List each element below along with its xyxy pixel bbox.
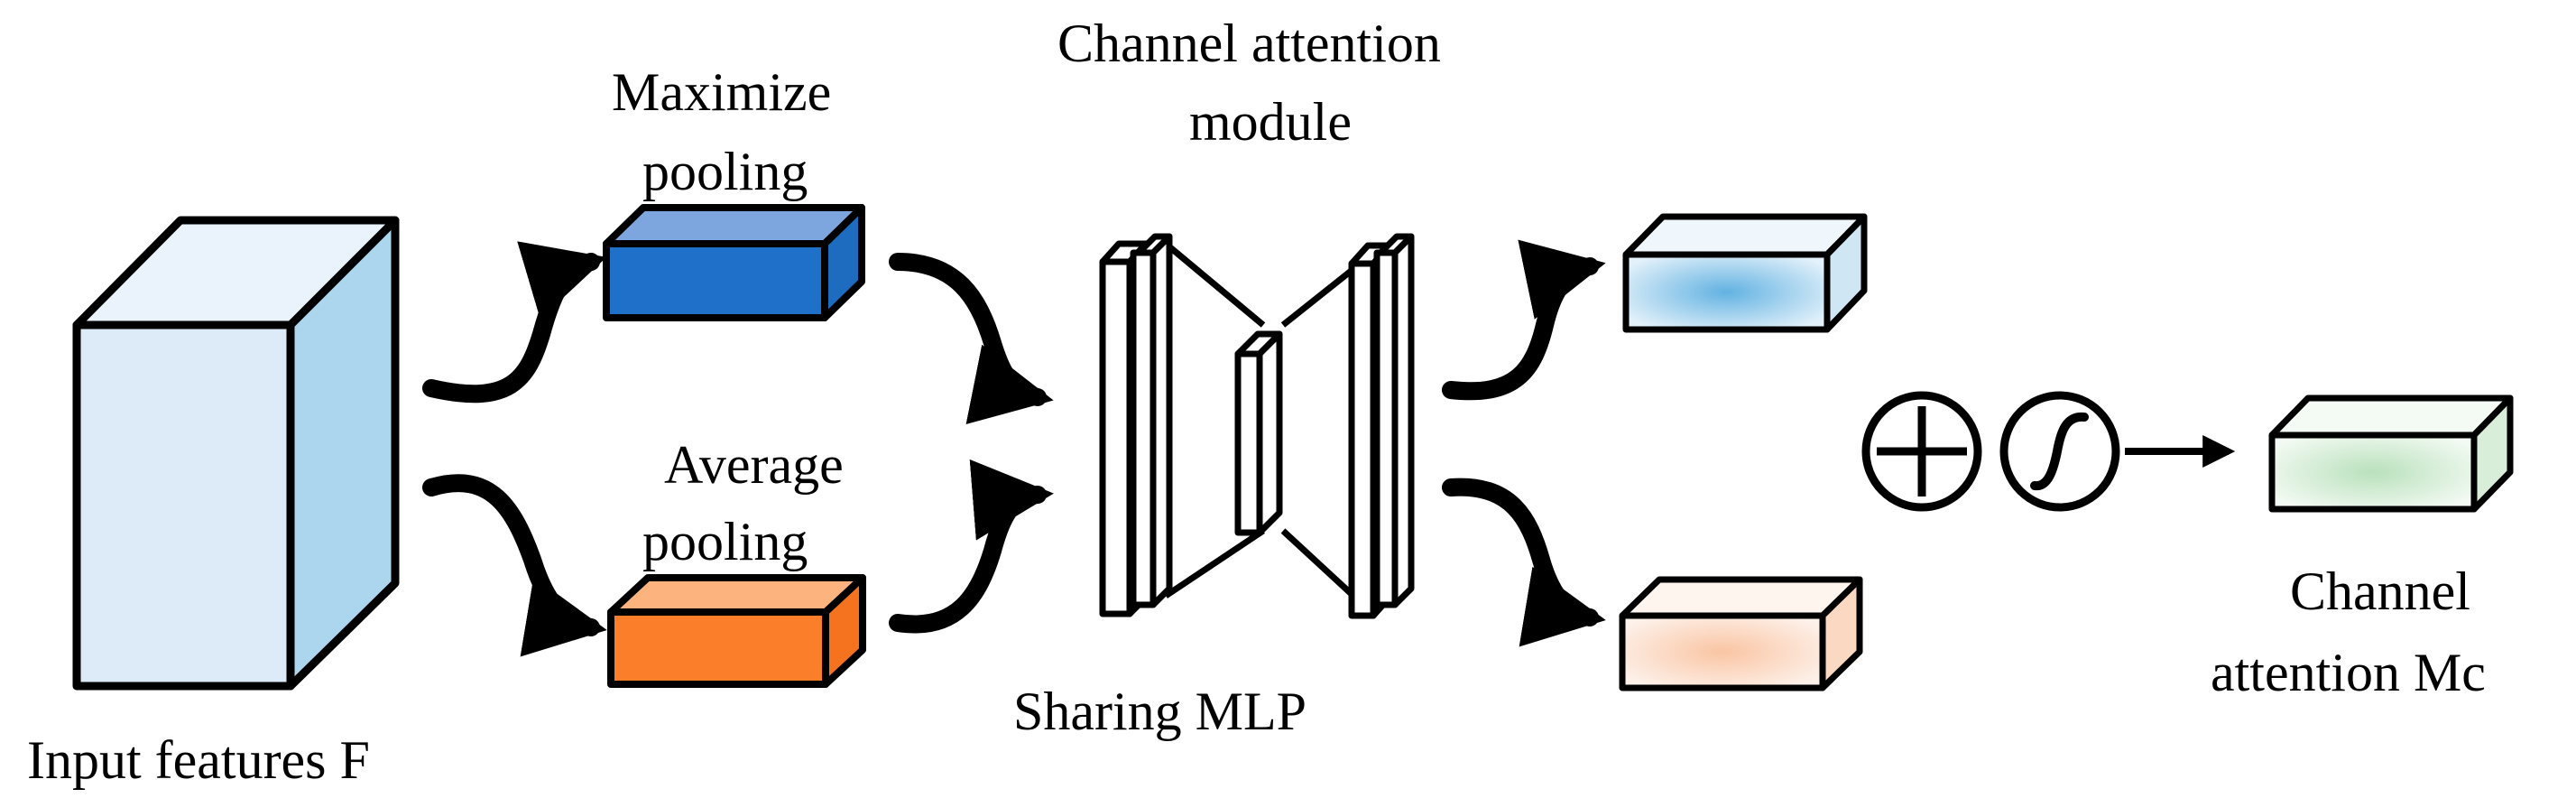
- max-pooling-block: [603, 204, 865, 321]
- mlp-connector-bottom-left: [1164, 528, 1265, 598]
- channel-attention-label-line2: attention Mc: [2211, 643, 2486, 702]
- mlp-connector-top-left: [1163, 241, 1266, 328]
- average-pooling-label-line1: Average: [664, 435, 844, 495]
- arrow-avg-pool-to-mlp: [889, 459, 1054, 634]
- arrow-max-pool-to-mlp: [889, 253, 1054, 424]
- mlp-output-max-block: [1622, 213, 1868, 333]
- average-pooling-block: [607, 574, 866, 688]
- max-pooling-label-line1: Maximize: [612, 62, 831, 122]
- arrow-input-to-max-pool: [422, 241, 607, 404]
- shared-mlp: [1099, 233, 1415, 619]
- channel-attention-output-block: [2268, 394, 2514, 513]
- max-pool-front: [603, 240, 828, 321]
- max-pooling-label-line2: pooling: [642, 142, 808, 201]
- channel-attention-label-line1: Channel: [2290, 561, 2470, 621]
- input-cube-front: [72, 320, 295, 691]
- input-features-label: Input features F: [27, 730, 370, 790]
- avg-pool-top: [607, 574, 866, 616]
- mlp-output-avg-block: [1619, 576, 1863, 691]
- mlp-connector-bottom-right: [1280, 528, 1356, 598]
- sigmoid-icon: [1999, 391, 2120, 512]
- module-title-line1: Channel attention: [1057, 14, 1441, 73]
- module-title-line2: module: [1189, 92, 1352, 152]
- mlp-input-layer: [1099, 233, 1173, 617]
- arrow-mlp-to-max-output: [1442, 239, 1606, 401]
- mlp-connector-top-right: [1280, 266, 1356, 328]
- arrow-mlp-to-avg-output: [1442, 478, 1606, 647]
- mlp-output-layer: [1348, 233, 1415, 619]
- average-pooling-label-line2: pooling: [642, 512, 808, 571]
- mlp-hidden-layer: [1234, 330, 1283, 536]
- arrow-input-to-avg-pool: [422, 474, 607, 657]
- input-feature-cube: [72, 216, 400, 691]
- max-pool-top: [603, 204, 865, 247]
- plus-circle-icon: [1861, 391, 1982, 512]
- avg-pool-front: [607, 608, 829, 688]
- sharing-mlp-label: Sharing MLP: [1013, 682, 1306, 741]
